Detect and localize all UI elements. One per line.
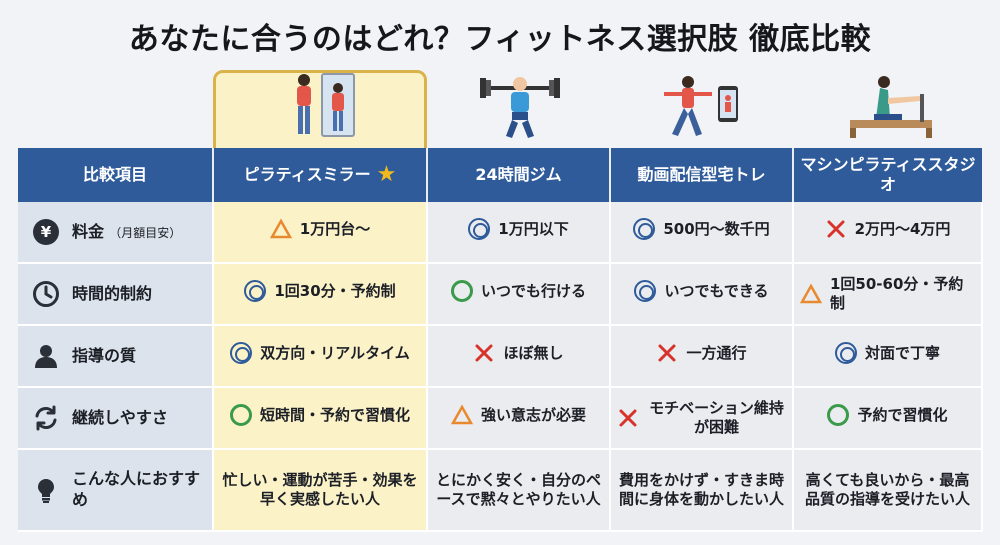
- cell-text: いつでも行ける: [480, 281, 586, 300]
- cell-text: 強い意志が必要: [480, 405, 586, 424]
- row-sublabel: （月額目安）: [109, 225, 182, 240]
- cross-icon: [619, 409, 637, 427]
- cell-text: 1万円台〜: [299, 219, 371, 238]
- table-row-time: 時間的制約 1回30分・予約制 いつでも行ける いつでもできる 1回50-60分…: [18, 263, 983, 326]
- cell-studio: 予約で習慣化: [793, 387, 983, 450]
- cross-icon: [827, 220, 845, 238]
- table-row-price: ¥ 料金 （月額目安） 1万円台〜 1万円以下 500円〜数千円 2万円〜4万円: [18, 202, 983, 264]
- cell-studio: 1回50-60分・予約制: [793, 263, 983, 326]
- cell-text: 500円〜数千円: [663, 219, 770, 238]
- svg-text:¥: ¥: [41, 223, 52, 241]
- header-pilates-mirror-label: ピラティスミラー: [243, 165, 371, 184]
- cell-video: モチベーション維持が困難: [610, 387, 794, 450]
- row-label-cell: 指導の質: [18, 325, 214, 388]
- cell-text: 2万円〜4万円: [854, 219, 951, 238]
- pilates-mirror-illustration: [297, 73, 355, 137]
- double-circle-icon: [468, 218, 491, 241]
- page-title: あなたに合うのはどれ？フィットネス選択肢 徹底比較: [128, 22, 872, 57]
- double-circle-icon: [834, 342, 857, 365]
- cell-gym: とにかく安く・自分のペースで黙々とやりたい人: [427, 449, 611, 532]
- double-circle-icon: [634, 280, 657, 303]
- cell-text: モチベーション維持が困難: [649, 398, 784, 437]
- circle-icon: [229, 404, 252, 427]
- header-studio: マシンピラティススタジオ: [793, 148, 982, 202]
- row-label-cell: ¥ 料金 （月額目安）: [18, 202, 214, 264]
- refresh-icon: [35, 405, 57, 431]
- table-row-continuity: 継続しやすさ 短時間・予約で習慣化 強い意志が必要 モチベーション維持が困難 予…: [18, 387, 983, 450]
- row-label: こんな人におすすめ: [72, 469, 201, 509]
- double-circle-icon: [230, 342, 253, 365]
- row-label: 継続しやすさ: [72, 407, 168, 427]
- clock-icon: [33, 281, 59, 307]
- cell-pilates-mirror: 短時間・予約で習慣化: [213, 387, 428, 450]
- cell-text: 短時間・予約で習慣化: [259, 405, 410, 424]
- cell-text: 対面で丁寧: [864, 343, 940, 362]
- triangle-icon: [450, 404, 473, 425]
- table-row-guidance: 指導の質 双方向・リアルタイム ほぼ無し 一方通行 対面で丁寧: [18, 325, 983, 388]
- row-label: 時間的制約: [72, 283, 153, 303]
- double-circle-icon: [633, 218, 656, 241]
- header-video: 動画配信型宅トレ: [610, 148, 794, 202]
- triangle-icon: [800, 283, 822, 304]
- cell-pilates-mirror: 双方向・リアルタイム: [213, 325, 428, 388]
- header-gym: 24時間ジム: [427, 148, 611, 202]
- cell-text: 1回50-60分・予約制: [830, 274, 964, 313]
- cell-pilates-mirror: 1万円台〜: [213, 202, 428, 264]
- cell-pilates-mirror: 忙しい・運動が苦手・効果を早く実感したい人: [213, 449, 428, 532]
- cell-text: 一方通行: [686, 343, 747, 362]
- cell-video: いつでもできる: [610, 263, 794, 326]
- cell-text: いつでもできる: [664, 281, 769, 300]
- person-icon: [35, 345, 57, 368]
- cross-icon: [658, 344, 676, 362]
- circle-icon: [450, 280, 473, 303]
- star-icon: ★: [376, 162, 397, 188]
- pilates-reformer-illustration: [850, 76, 932, 138]
- circle-icon: [827, 404, 850, 427]
- cross-icon: [475, 344, 493, 362]
- triangle-icon: [269, 218, 292, 239]
- row-label-cell: 継続しやすさ: [18, 387, 214, 450]
- cell-text: 1万円以下: [498, 219, 569, 238]
- cell-studio: 高くても良いから・最高品質の指導を受けたい人: [793, 449, 983, 532]
- row-label-cell: こんな人におすすめ: [18, 449, 214, 532]
- cell-gym: 1万円以下: [427, 202, 611, 264]
- cell-text: ほぼ無し: [503, 343, 564, 362]
- comparison-table: 比較項目 ピラティスミラー ★ 24時間ジム 動画配信型宅トレ マシンピラティス…: [18, 148, 983, 532]
- cell-text: 1回30分・予約制: [274, 281, 396, 300]
- header-pilates-mirror: ピラティスミラー ★: [213, 148, 428, 202]
- cell-gym: ほぼ無し: [427, 325, 611, 388]
- cell-studio: 2万円〜4万円: [793, 202, 983, 264]
- illustration-row: [0, 68, 1000, 148]
- gym-barbell-illustration: [480, 77, 560, 138]
- cell-pilates-mirror: 1回30分・予約制: [213, 263, 428, 326]
- cell-text: 双方向・リアルタイム: [260, 343, 410, 362]
- lightbulb-icon: [38, 479, 54, 503]
- cell-text: 予約で習慣化: [857, 405, 948, 424]
- table-row-recommendation: こんな人におすすめ 忙しい・運動が苦手・効果を早く実感したい人 とにかく安く・自…: [18, 449, 983, 532]
- cell-video: 500円〜数千円: [610, 202, 794, 264]
- double-circle-icon: [244, 280, 267, 303]
- row-label: 料金: [72, 221, 105, 241]
- cell-gym: 強い意志が必要: [427, 387, 611, 450]
- home-workout-illustration: [664, 76, 738, 136]
- cell-studio: 対面で丁寧: [793, 325, 983, 388]
- cell-video: 一方通行: [610, 325, 794, 388]
- cell-gym: いつでも行ける: [427, 263, 611, 326]
- table-header-row: 比較項目 ピラティスミラー ★ 24時間ジム 動画配信型宅トレ マシンピラティス…: [18, 148, 982, 202]
- yen-icon: ¥: [33, 219, 59, 245]
- row-label: 指導の質: [72, 345, 137, 365]
- cell-video: 費用をかけず・すきま時間に身体を動かしたい人: [610, 449, 794, 532]
- header-item: 比較項目: [18, 148, 214, 202]
- row-label-cell: 時間的制約: [18, 263, 214, 326]
